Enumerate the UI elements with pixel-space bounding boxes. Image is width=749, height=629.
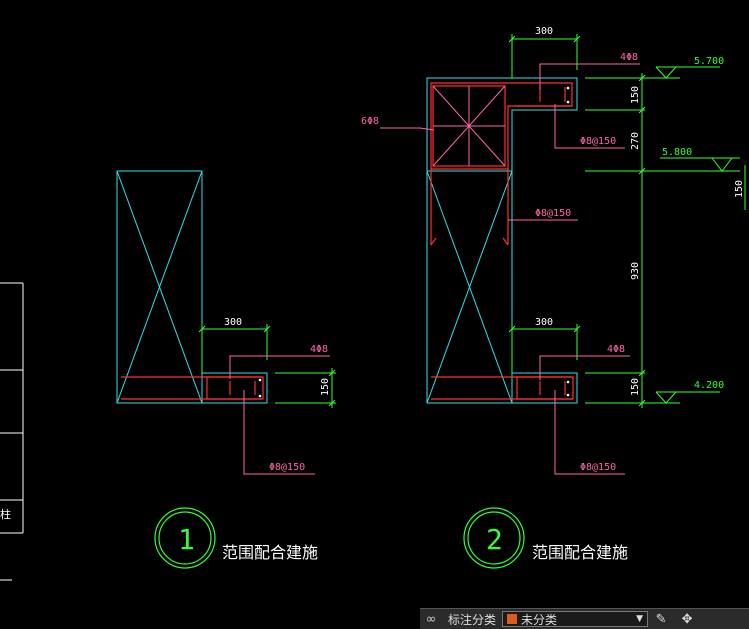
detail-2-top-width-dim: 300 xyxy=(535,26,553,37)
detail-2-column-height-dim: 930 xyxy=(630,262,641,280)
detail-1-concrete xyxy=(116,170,268,404)
detail-2-bottom-height-dim: 150 xyxy=(630,378,641,396)
detail-2-level-top: 5.700 xyxy=(694,56,724,67)
detail-1-number: 1 xyxy=(178,523,195,556)
detail-2-leaders xyxy=(380,63,640,475)
detail-1[interactable]: 300 150 4Φ8 Φ8@150 1 范围配合建施 xyxy=(116,170,336,569)
left-frame-text: 柱 xyxy=(0,507,11,521)
detail-2-bottom-width-dim: 300 xyxy=(535,317,553,328)
detail-2-rebar-dots xyxy=(566,86,570,397)
detail-2-side-bars: 6Φ8 xyxy=(361,116,379,127)
annotation-category-label: 标注分类 xyxy=(448,612,497,627)
detail-1-rebar-dots xyxy=(258,378,262,398)
annotation-status-bar: ∞ 标注分类 未分类 ▼ ✎ ✥ xyxy=(420,608,749,629)
detail-1-bubble xyxy=(154,507,216,569)
detail-1-leaders xyxy=(229,355,330,475)
detail-2-middle-height-dim: 270 xyxy=(630,132,641,150)
detail-2-top-stirrups: Φ8@150 xyxy=(580,136,616,147)
detail-2[interactable]: 300 300 150 270 930 150 150 5.700 5.800 … xyxy=(361,26,746,569)
link-icon[interactable]: ∞ xyxy=(425,611,437,627)
move-icon[interactable]: ✥ xyxy=(681,611,693,627)
left-table-frame xyxy=(0,282,24,581)
detail-1-dimensions xyxy=(198,324,336,408)
edit-icon[interactable]: ✎ xyxy=(655,611,667,627)
detail-2-bottom-stirrups: Φ8@150 xyxy=(580,462,616,473)
detail-1-caption: 范围配合建施 xyxy=(222,543,318,562)
detail-2-caption: 范围配合建施 xyxy=(532,543,628,562)
detail-2-column-stirrups: Φ8@150 xyxy=(535,208,571,219)
detail-2-top-height-dim: 150 xyxy=(630,86,641,104)
detail-2-number: 2 xyxy=(486,523,503,556)
detail-1-width-dim: 300 xyxy=(224,317,242,328)
annotation-category-value: 未分类 xyxy=(521,612,558,627)
detail-2-bubble xyxy=(463,507,525,569)
detail-1-longitudinal-bars: 4Φ8 xyxy=(310,344,328,355)
category-color-swatch xyxy=(507,614,518,624)
detail-2-dimensions xyxy=(508,34,746,408)
detail-2-bottom-longitudinal-bars: 4Φ8 xyxy=(607,344,625,355)
detail-2-top-x xyxy=(432,85,506,167)
detail-2-top-longitudinal-bars: 4Φ8 xyxy=(620,52,638,63)
detail-1-height-dim: 150 xyxy=(320,378,331,396)
detail-1-rebar xyxy=(121,376,264,400)
detail-1-stirrups: Φ8@150 xyxy=(269,462,305,473)
detail-2-right-edge-dim: 150 xyxy=(734,180,745,198)
detail-2-level-mid: 5.800 xyxy=(662,147,692,158)
annotation-category-select[interactable]: 未分类 ▼ xyxy=(502,611,649,627)
chevron-down-icon: ▼ xyxy=(636,614,644,624)
detail-2-level-bottom: 4.200 xyxy=(694,380,724,391)
